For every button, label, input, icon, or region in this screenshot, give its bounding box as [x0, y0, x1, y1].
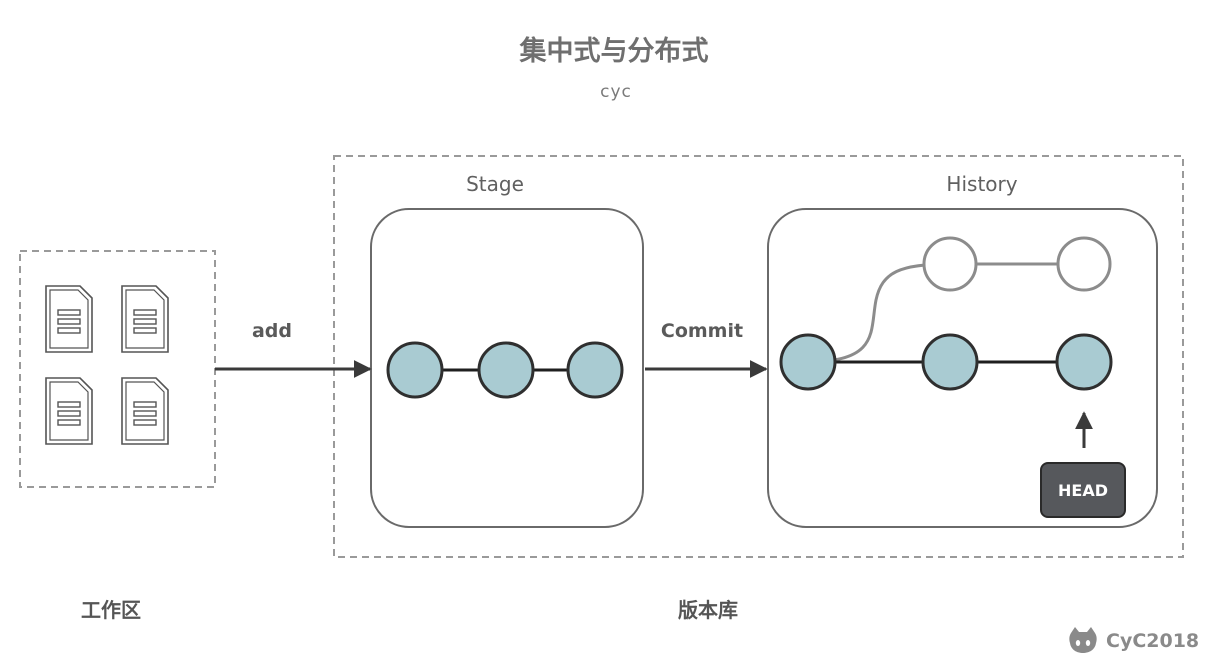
branch-node	[1056, 236, 1112, 292]
history-label: History	[946, 172, 1017, 196]
history-node	[779, 333, 837, 391]
document-icon	[121, 377, 169, 445]
octocat-icon	[1069, 627, 1097, 653]
history-node	[921, 333, 979, 391]
diagram-subtitle: cyc	[600, 82, 632, 102]
head-label: HEAD	[1058, 481, 1108, 500]
add-label: add	[252, 320, 292, 342]
history-node	[1055, 333, 1113, 391]
stage-node	[477, 341, 535, 399]
head-badge	[1040, 462, 1126, 518]
document-icon	[45, 377, 93, 445]
stage-node	[566, 341, 624, 399]
branch-curve	[807, 262, 951, 364]
history-graph: HEAD	[779, 236, 1126, 518]
diagram-title: 集中式与分布式	[519, 35, 709, 67]
commit-label: Commit	[661, 320, 743, 342]
repository-box	[333, 155, 1184, 558]
working-files	[45, 285, 169, 445]
stage-node	[386, 341, 444, 399]
branch-node	[922, 236, 978, 292]
working-area-label: 工作区	[81, 598, 141, 622]
document-icon	[45, 285, 93, 353]
watermark-text: CyC2018	[1106, 630, 1199, 652]
stage-chain	[386, 341, 624, 399]
repository-label: 版本库	[678, 598, 738, 622]
document-icon	[121, 285, 169, 353]
stage-label: Stage	[466, 172, 524, 196]
